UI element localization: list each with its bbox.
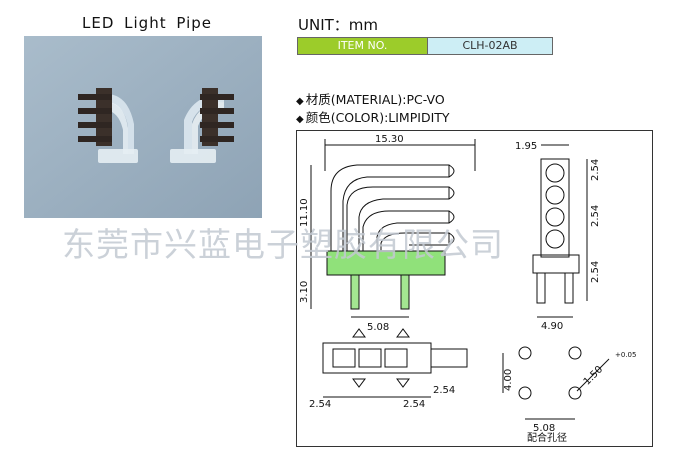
page-title: LED Light Pipe	[82, 14, 212, 32]
color-spec: ◆颜色(COLOR):LIMPIDITY	[296, 107, 450, 126]
dim-height-left: 11.10	[299, 198, 310, 227]
light-pipe-photo	[24, 36, 262, 218]
diamond-bullet-icon: ◆	[296, 114, 304, 125]
diamond-bullet-icon: ◆	[296, 96, 304, 107]
dim-hole-spacing-x: 5.08	[533, 423, 555, 434]
dim-hole-dia: 1.50	[582, 364, 606, 388]
watermark: 东莞市兴蓝电子塑胶有限公司	[62, 225, 504, 264]
color-text: 颜色(COLOR):LIMPIDITY	[305, 110, 450, 125]
item-no-label: ITEM NO.	[297, 37, 428, 55]
dim-pin-spacing: 5.08	[367, 322, 389, 333]
dim-side-width: 4.90	[541, 321, 563, 332]
dim-top-offset: 1.95	[515, 141, 537, 152]
right-light-pipe	[170, 88, 234, 163]
dim-hole-spacing-y: 4.00	[503, 369, 514, 391]
material-spec: ◆材质(MATERIAL):PC-VO	[296, 89, 445, 108]
model-number: CLH-02AB	[427, 37, 553, 55]
dim-pitch-1: 2.54	[590, 159, 601, 181]
dimension-drawing: 15.30 11.10 3.10 5.08 1.95 2.54 2.54 2.5…	[299, 134, 636, 444]
dim-pcb-pitch-b: 2.54	[403, 399, 425, 410]
unit-label: UNIT：mm	[298, 16, 379, 34]
side-view	[532, 144, 588, 318]
product-photo	[24, 36, 262, 218]
dim-hole-tol: +0.05	[615, 351, 636, 359]
pcb-footprint	[502, 346, 610, 420]
footprint-caption: 配合孔径	[527, 431, 567, 444]
dim-pcb-pitch-a: 2.54	[309, 399, 331, 410]
dim-pitch-3: 2.54	[590, 261, 601, 283]
bottom-view	[322, 328, 468, 398]
left-light-pipe	[78, 88, 138, 163]
dim-pitch-2: 2.54	[590, 205, 601, 227]
material-text: 材质(MATERIAL):PC-VO	[305, 92, 445, 107]
dim-leg-height: 3.10	[299, 281, 310, 303]
front-view	[310, 139, 476, 318]
technical-drawing: 15.30 11.10 3.10 5.08 1.95 2.54 2.54 2.5…	[296, 130, 653, 447]
dim-pcb-pitch-c: 2.54	[433, 385, 455, 396]
dim-width-total: 15.30	[375, 134, 404, 145]
